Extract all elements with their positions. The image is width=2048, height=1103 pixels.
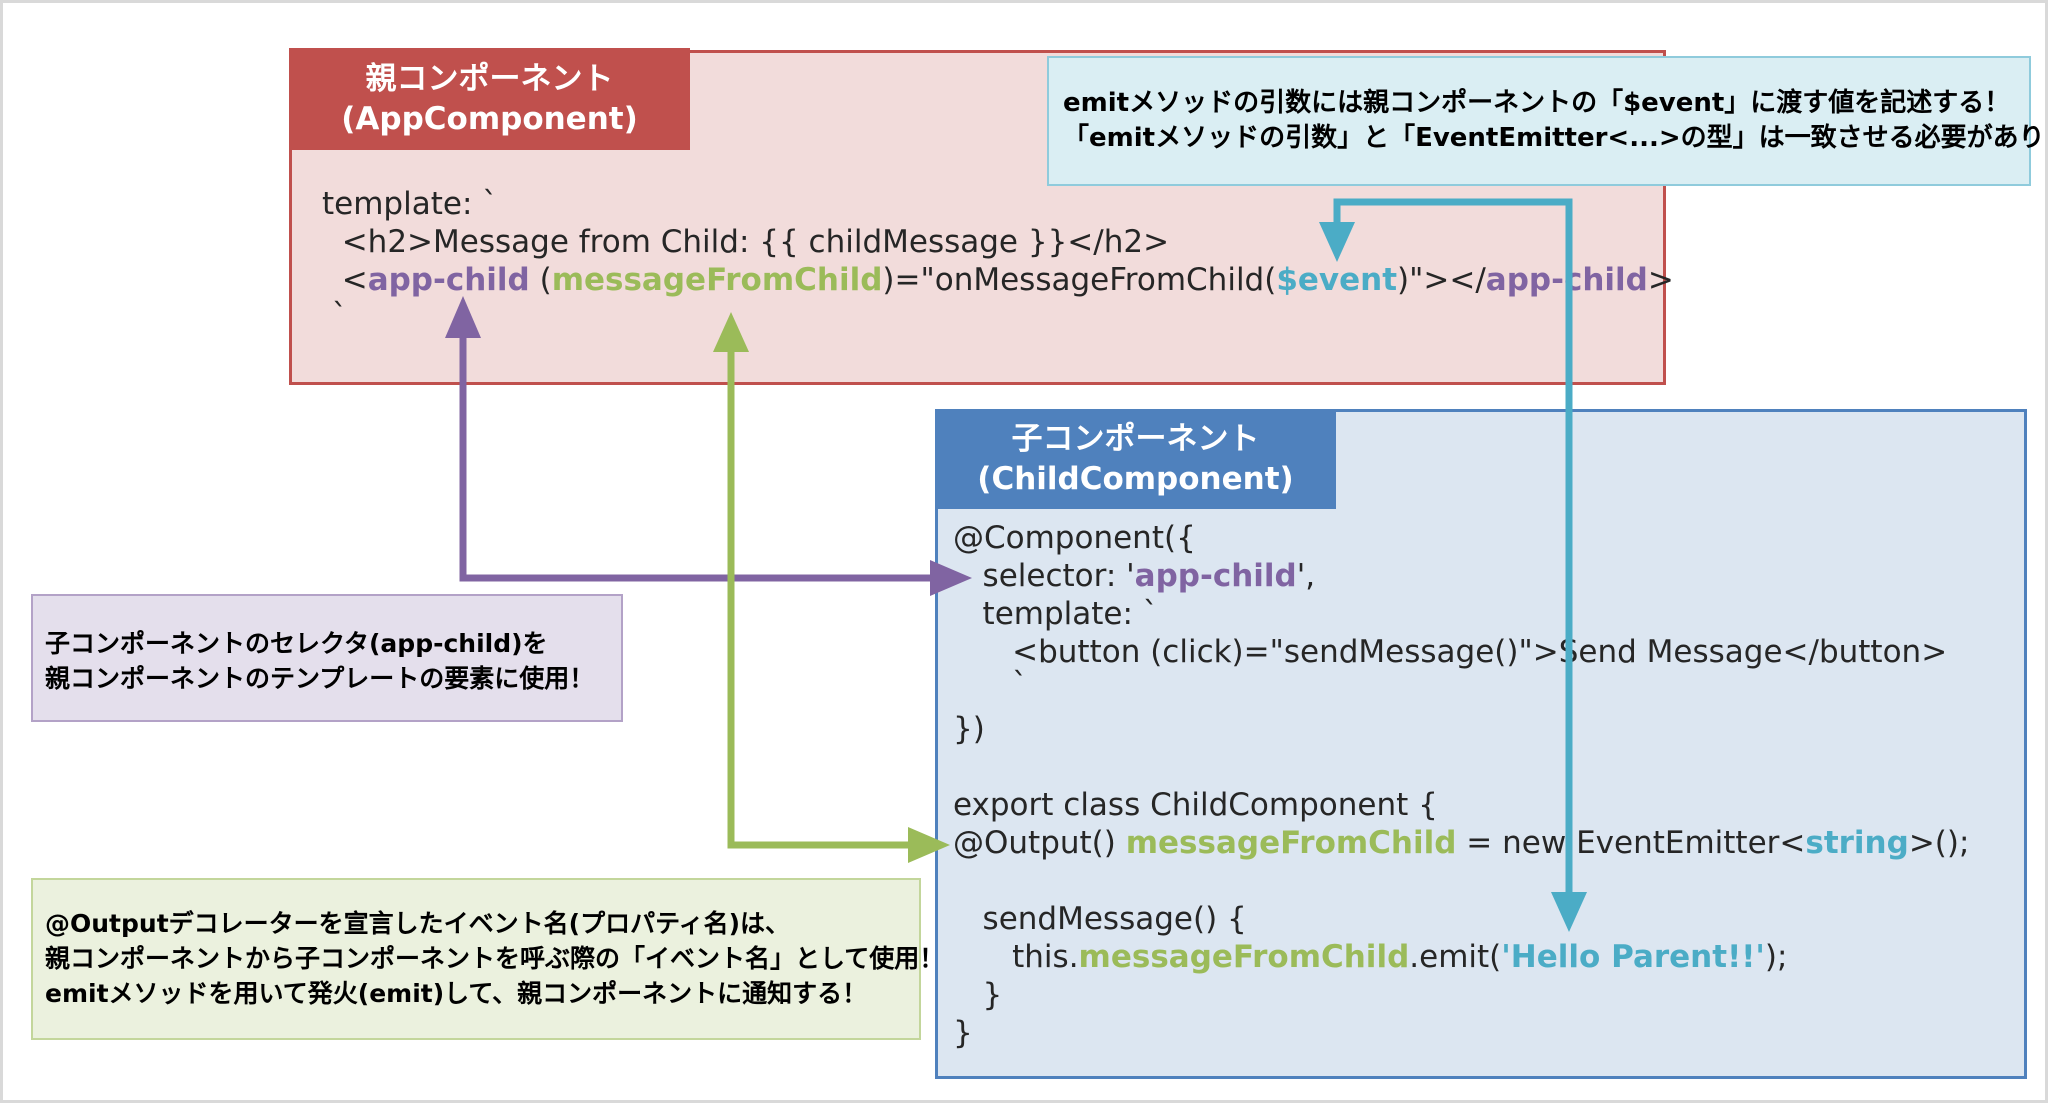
selector-arrow [459,330,930,582]
emit-event-name: messageFromChild [1078,939,1410,975]
selector-arrow-head-right [930,560,972,596]
event-name-arrow [727,346,910,849]
code-text: < [322,262,368,298]
emit-value-arrow-head-top [1319,222,1355,262]
child-code-line3: template: ` [953,596,1159,632]
emitter-type: string [1805,825,1909,861]
parent-code-line1: template: ` [322,186,498,222]
parent-code-line4: ` [322,298,348,334]
child-code-line10: this.messageFromChild.emit('Hello Parent… [953,938,1787,976]
selector-definition: app-child [1134,558,1297,594]
selector-arrow-head-up [445,296,481,338]
child-component-title: 子コンポーネント (ChildComponent) [935,409,1336,509]
selector-note: 子コンポーネントのセレクタ(app-child)を 親コンポーネントのテンプレー… [31,594,623,722]
code-text: this. [953,939,1079,975]
child-component-box [935,409,2027,1079]
selector-arrow-line [459,330,930,582]
code-text: selector: ' [953,558,1135,594]
code-text: ); [1764,939,1788,975]
parent-title-line1: 親コンポーネント [365,61,614,97]
note-line: @Outputデコレーターを宣言したイベント名(プロパティ名)は、 [45,909,790,938]
child-code-line9: sendMessage() { [953,901,1247,937]
parent-title-line2: (AppComponent) [341,101,638,137]
parent-code-line2: <h2>Message from Child: {{ childMessage … [322,224,1170,260]
child-code-line4: <button (click)="sendMessage()">Send Mes… [953,634,1948,670]
child-code-line7: export class ChildComponent { [953,787,1438,823]
note-line: emitメソッドを用いて発火(emit)して、親コンポーネントに通知する！ [45,979,868,1008]
emit-value-arrow-head-bottom [1551,892,1587,932]
note-line: 子コンポーネントのセレクタ(app-child)を [45,629,548,658]
child-code-line5: ` [953,667,1028,703]
event-name-arrow-head-up [713,312,749,352]
code-text: .emit( [1409,939,1502,975]
code-text: ', [1296,558,1316,594]
selector-usage: app-child [367,262,530,298]
event-name-arrow-head-right [908,827,950,863]
event-name-arrow-line [727,346,910,849]
code-text: = new EventEmitter< [1456,825,1806,861]
child-code-line8: @Output() messageFromChild = new EventEm… [953,824,1969,862]
output-event-name: messageFromChild [1125,825,1457,861]
child-title-line1: 子コンポーネント [1011,421,1260,457]
child-title-line2: (ChildComponent) [977,461,1294,497]
child-code-line11: } [953,977,1003,1013]
code-text: )"></ [1397,262,1486,298]
emit-value-arrow [1333,198,1573,895]
code-text: > [1647,262,1674,298]
emit-value: 'Hello Parent!!' [1501,939,1765,975]
child-code-line6: }) [953,711,985,747]
parent-component-title: 親コンポーネント (AppComponent) [289,48,690,150]
code-text: ( [529,262,552,298]
code-text: @Output() [953,825,1126,861]
note-line: 「emitメソッドの引数」と「EventEmitter<...>の型」は一致させ… [1063,123,2048,153]
note-line: 親コンポーネントから子コンポーネントを呼ぶ際の「イベント名」として使用！ [45,944,945,973]
note-line: emitメソッドの引数には親コンポーネントの「$event」に渡す値を記述する！ [1063,88,2011,118]
child-code-line1: @Component({ [953,520,1196,556]
code-text: >(); [1908,825,1970,861]
note-line: 親コンポーネントのテンプレートの要素に使用！ [45,664,595,693]
child-code-line2: selector: 'app-child', [953,557,1316,595]
event-binding: messageFromChild [551,262,883,298]
output-note: @Outputデコレーターを宣言したイベント名(プロパティ名)は、 親コンポーネ… [31,878,944,1040]
code-text: )="onMessageFromChild( [882,262,1277,298]
child-code-line12: } [953,1015,973,1051]
emit-argument-note: emitメソッドの引数には親コンポーネントの「$event」に渡す値を記述する！… [1047,56,2048,186]
event-argument: $event [1276,262,1398,298]
emit-value-arrow-line [1333,198,1573,895]
